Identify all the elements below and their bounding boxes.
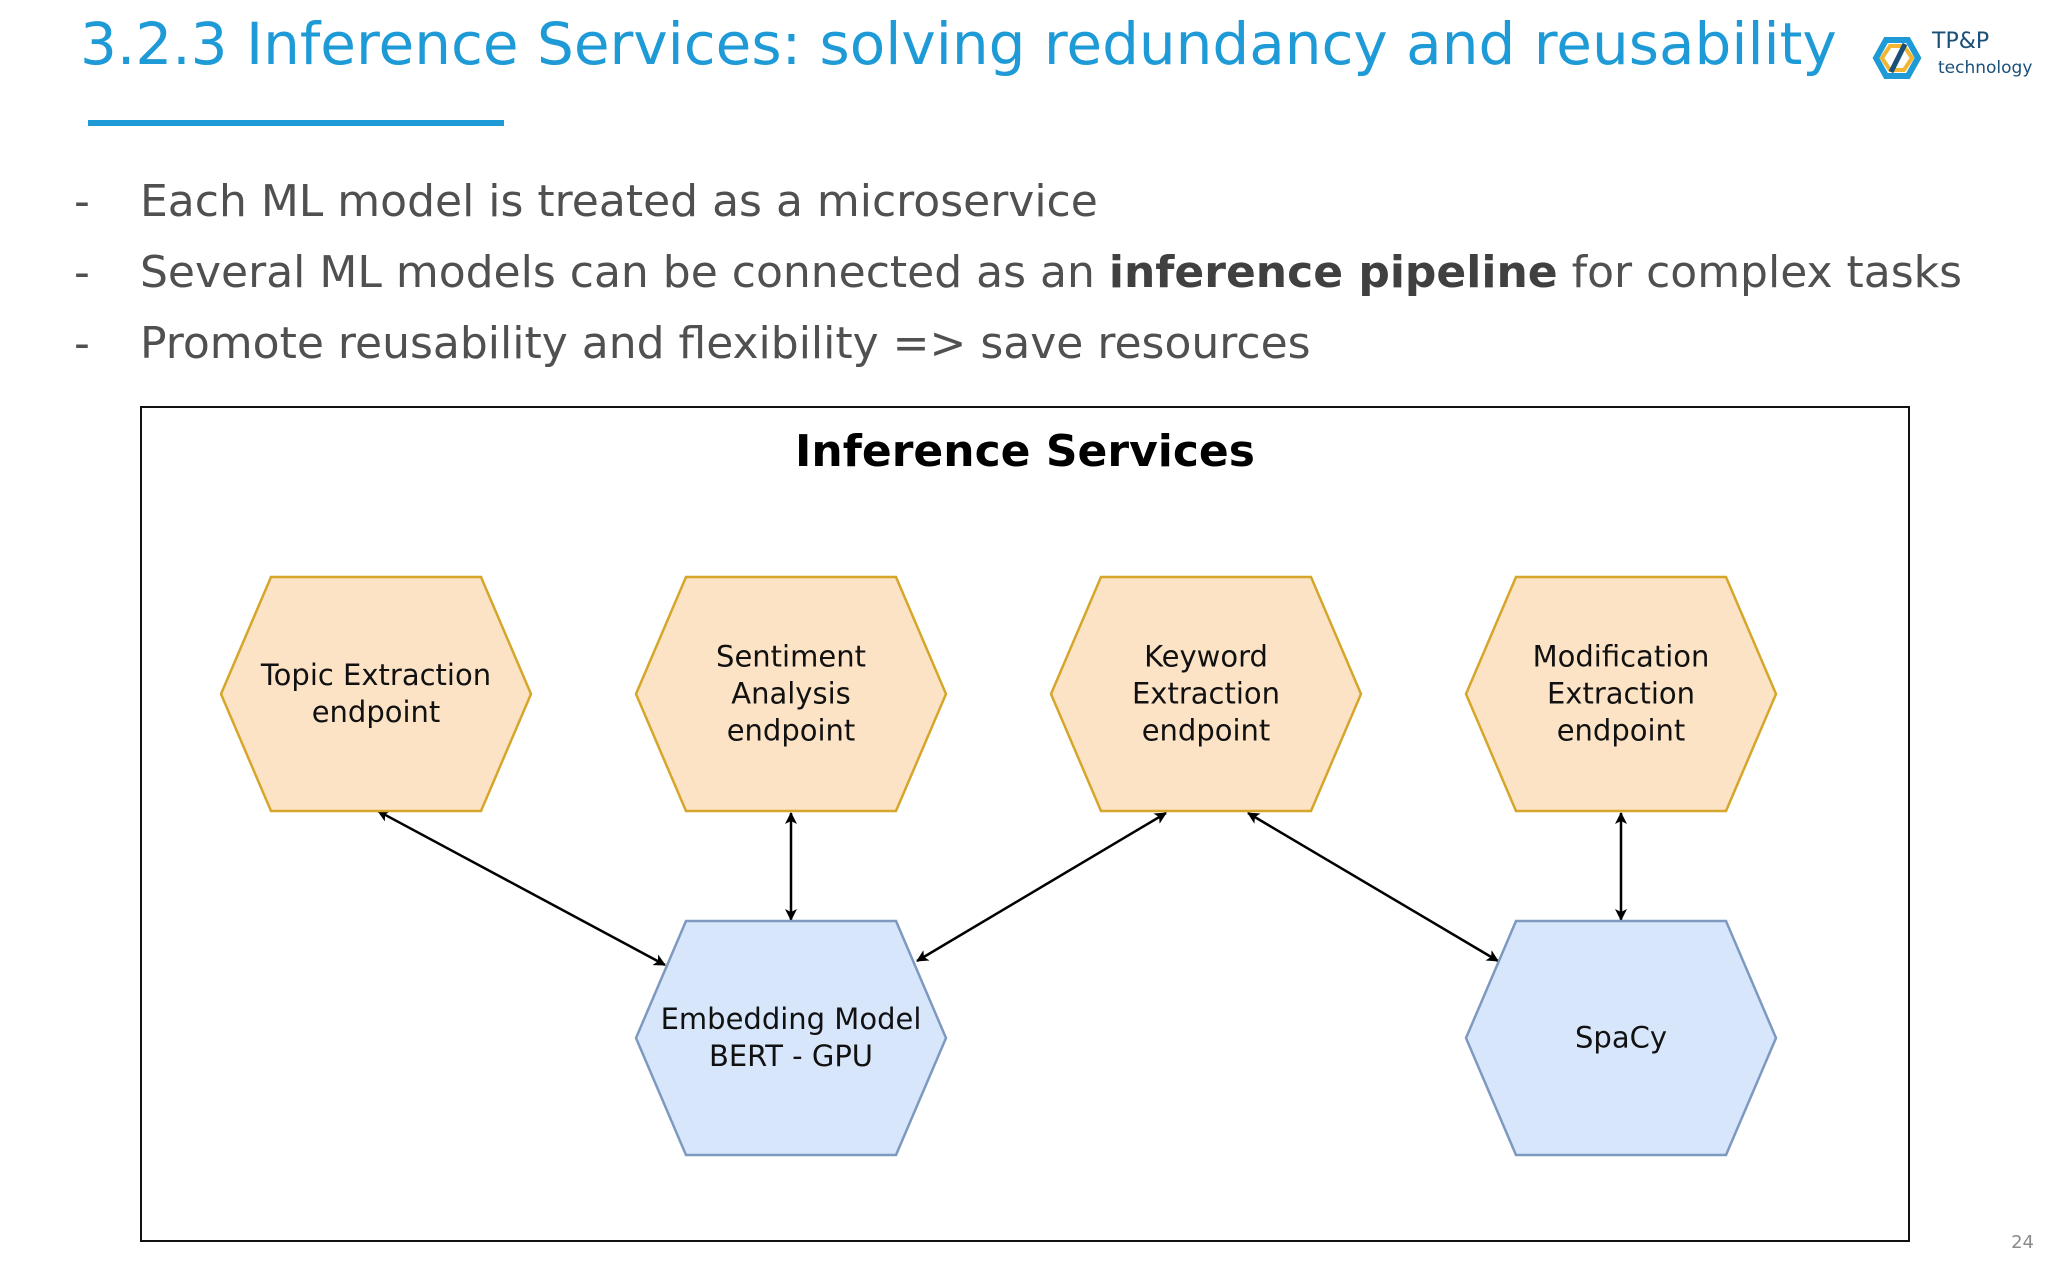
diagram-title: Inference Services	[795, 426, 1255, 477]
edge-topic-embedding	[377, 809, 666, 967]
diagram-canvas	[219, 575, 1778, 1157]
bullet-text: Several ML models can be connected as an…	[140, 241, 1962, 305]
node-label-spacy: SpaCy	[1575, 1020, 1667, 1055]
logo-name: TP&P	[1932, 29, 1990, 54]
bullet-marker: -	[74, 318, 90, 369]
bullet-text-part: Promote reusability and flexibility => s…	[140, 318, 1311, 369]
node-label-sentiment: Sentiment Analysis endpoint	[716, 639, 866, 748]
edge-keyword-embedding	[916, 811, 1167, 963]
node-label-topic: Topic Extraction endpoint	[260, 658, 492, 729]
bullet-bold-text: inference pipeline	[1108, 247, 1558, 298]
bullet-text: Each ML model is treated as a microservi…	[140, 170, 1098, 234]
hexagon-node-topic	[219, 575, 533, 813]
node-label-keyword: Keyword Extraction endpoint	[1131, 639, 1281, 748]
slide-title: 3.2.3 Inference Services: solving redund…	[80, 10, 1837, 78]
bullet-marker: -	[74, 247, 90, 298]
tpp-hexagon-logo-icon	[1872, 37, 1922, 79]
bullet-text-part: Several ML models can be connected as an	[140, 247, 1109, 298]
page-number: 24	[2011, 1232, 2034, 1253]
hexagon-node-sentiment	[634, 575, 948, 813]
company-logo: TP&P technology	[1872, 28, 2032, 88]
hexagon-node-keyword	[1049, 575, 1363, 813]
edge-keyword-spacy	[1247, 811, 1499, 963]
bullet-text: Promote reusability and flexibility => s…	[140, 312, 1311, 376]
logo-subtitle: technology	[1938, 58, 2033, 78]
bullet-text-part: Each ML model is treated as a microservi…	[140, 176, 1098, 227]
inference-services-diagram: Inference Services Topic Extraction endp…	[140, 406, 1910, 1242]
hexagon-node-spacy	[1464, 919, 1778, 1157]
hexagon-node-embedding	[634, 919, 948, 1157]
title-underline	[88, 120, 504, 126]
bullet-text-part: for complex tasks	[1557, 247, 1963, 298]
bullet-marker: -	[74, 176, 90, 227]
node-label-embedding: Embedding Model BERT - GPU	[660, 1002, 922, 1073]
hexagon-node-modification	[1464, 575, 1778, 813]
node-label-modification: Modification Extraction endpoint	[1532, 639, 1710, 748]
